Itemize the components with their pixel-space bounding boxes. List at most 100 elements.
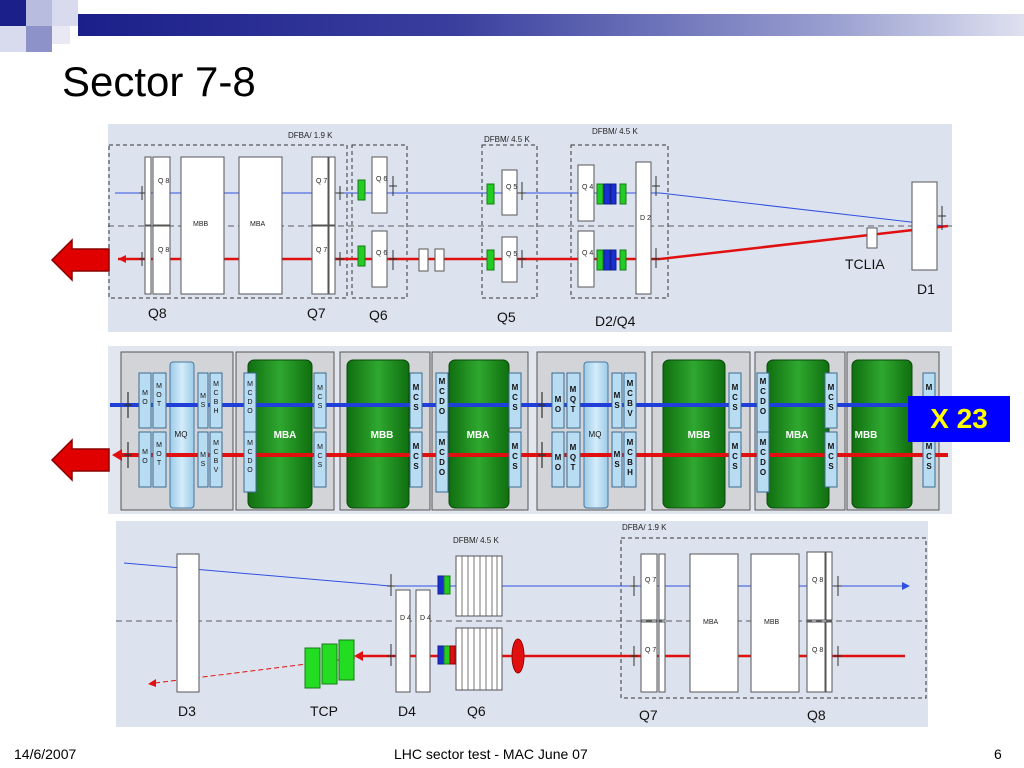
svg-text:O: O: [439, 468, 445, 477]
magnet-label: Q 7: [316, 247, 327, 254]
quadrupole-mq: [583, 361, 609, 509]
corrector-label: M: [512, 383, 519, 392]
dfb-label: DFBA/ 1.9 K: [622, 523, 667, 532]
red-beam-arrowhead: [354, 651, 363, 661]
dfb-label: DFBM/ 4.5 K: [592, 127, 638, 136]
group-label: D4: [398, 703, 416, 719]
magnet-label: Q 5: [506, 184, 517, 191]
quad-symbol: [336, 252, 344, 266]
svg-text:C: C: [760, 387, 766, 396]
quad-symbol: [124, 442, 132, 468]
group-label: D2/Q4: [595, 313, 636, 329]
corrector-label: M: [570, 385, 577, 394]
quad-symbol: [387, 644, 395, 666]
svg-text:C: C: [413, 393, 419, 402]
magnet-q5-lower: [501, 236, 518, 283]
magnet-label: D 4: [420, 615, 431, 622]
decor-square-mid: [26, 26, 52, 52]
corrector-green: [357, 179, 366, 201]
header-gradient-bar: [78, 14, 1024, 36]
magnet-label: D 4: [400, 615, 411, 622]
group-label: Q6: [369, 307, 388, 323]
magnet-mba: [238, 156, 283, 295]
corrector-ms: [197, 372, 209, 429]
quad-symbol: [389, 176, 397, 196]
svg-text:C: C: [732, 452, 738, 461]
quad-symbol: [139, 186, 145, 200]
corrector-green: [619, 183, 627, 205]
svg-text:C: C: [247, 390, 252, 397]
svg-text:O: O: [555, 405, 561, 414]
corrector-label: MQ: [589, 430, 602, 439]
group-label: Q8: [148, 305, 167, 321]
decor-square-light: [52, 0, 78, 26]
svg-text:C: C: [512, 393, 518, 402]
magnet-d1: [911, 181, 938, 271]
red-beam-arrowhead: [148, 679, 156, 687]
corrector-ms: [197, 431, 209, 488]
red-beam-arrowhead: [118, 255, 126, 263]
magnet-q7-upper-slim: [328, 156, 336, 226]
svg-text:O: O: [156, 451, 162, 458]
corrector-green: [596, 183, 604, 205]
magnet-mbb: [750, 553, 800, 693]
svg-text:O: O: [247, 467, 253, 474]
corrector-mqt: [566, 431, 581, 488]
svg-text:S: S: [318, 403, 323, 410]
small-element: [418, 248, 429, 272]
quad-symbol: [652, 176, 660, 196]
svg-text:B: B: [627, 458, 633, 467]
corrector-mo: [138, 372, 152, 429]
magnet-q8-upper: [152, 156, 171, 226]
corrector-mo: [551, 431, 565, 488]
group-label: D3: [178, 703, 196, 719]
dipole-label: MBA: [467, 430, 490, 441]
blue-beam: [659, 192, 946, 227]
decor-square-light: [52, 26, 70, 44]
svg-text:S: S: [201, 461, 206, 468]
large-red-arrow-left: [50, 238, 110, 282]
magnet-mbb: [180, 156, 225, 295]
corrector-mqt: [152, 372, 167, 429]
corrector-mo: [551, 372, 565, 429]
red-ellipse-element: [511, 638, 525, 674]
dipole-mbb: [346, 359, 410, 509]
corrector-mcs: [313, 372, 327, 429]
corrector-mcbh: [623, 431, 637, 488]
corrector-label: M: [732, 442, 739, 451]
magnet-d3: [176, 553, 200, 693]
corrector-label: M: [627, 379, 634, 388]
corrector-label: M: [439, 438, 446, 447]
svg-text:S: S: [413, 403, 419, 412]
svg-text:C: C: [247, 449, 252, 456]
dipole-label: MBB: [371, 430, 394, 441]
magnet-d4-b: [415, 589, 431, 693]
svg-text:C: C: [317, 394, 322, 401]
corrector-label: M: [760, 438, 767, 447]
magnet-label: Q 4: [582, 184, 593, 191]
corrector-mcdo: [243, 431, 257, 493]
dipole-label: MBB: [855, 430, 878, 441]
magnet-label: MBA: [703, 619, 719, 626]
svg-text:D: D: [439, 397, 445, 406]
svg-text:O: O: [156, 392, 162, 399]
svg-text:C: C: [627, 448, 633, 457]
group-label: Q8: [807, 707, 826, 723]
corrector-label: M: [213, 440, 219, 447]
svg-text:S: S: [828, 462, 834, 471]
corrector-label: M: [317, 385, 323, 392]
svg-text:C: C: [828, 393, 834, 402]
magnet-q8-upper-slim: [144, 156, 152, 226]
svg-text:S: S: [512, 462, 518, 471]
svg-text:D: D: [247, 458, 252, 465]
footer-date: 14/6/2007: [14, 746, 77, 762]
svg-text:D: D: [760, 458, 766, 467]
corrector-mcs: [409, 431, 423, 488]
corrector-label: M: [570, 443, 577, 452]
corrector-mcbv: [623, 372, 637, 429]
svg-text:C: C: [760, 448, 766, 457]
magnet-q8-upper: [806, 551, 826, 621]
magnet-label: Q 7: [645, 577, 656, 584]
svg-text:C: C: [317, 453, 322, 460]
